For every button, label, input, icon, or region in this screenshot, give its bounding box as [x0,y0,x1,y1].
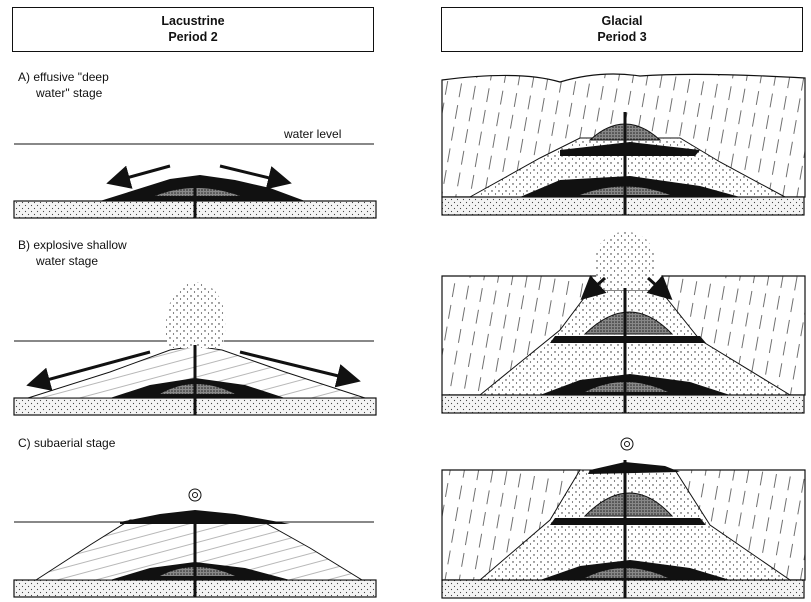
basement-g3 [441,579,805,599]
flow-arrow-right-a [219,164,292,190]
lava-cap-3 [588,462,680,474]
glacial-stage-1 [441,73,806,216]
water-level-label: water level [284,127,342,141]
header-glacial: Glacial Period 3 [441,7,803,52]
header-lacustrine: Lacustrine Period 2 [12,7,374,52]
pillow-core-b [160,384,235,394]
header-glacial-period: Period 3 [597,30,647,44]
lacustrine-stage-b [13,282,377,416]
flow-arrow-left-a [106,164,171,189]
lacustrine-stage-a [13,143,377,219]
pillow-core-c [160,567,235,576]
lava-base-1 [520,176,740,197]
pillow-core-a [155,188,240,196]
steam-plume-c [188,488,202,502]
pillow-dome-2 [583,311,674,335]
flow-arrow-right-b [239,350,361,388]
lava-mound-a [100,175,305,201]
stage-a-label-line1: A) effusive "deep [18,70,109,84]
pillow-dome-3 [583,492,674,517]
lava-layer-3 [550,518,706,525]
flow-arrow-left-g2 [580,275,607,301]
basement-g2 [441,394,805,414]
lacustrine-stage-c [13,488,377,598]
eruption-column-b [165,282,226,348]
flow-arrow-left-b [26,350,151,391]
basement-g1 [441,196,805,216]
header-lacustrine-period: Period 2 [168,30,218,44]
header-lacustrine-title: Lacustrine [161,14,225,28]
glacial-stage-3 [441,437,806,599]
stage-b-label-line2: water stage [36,254,99,268]
steam-plume-g3 [620,437,634,451]
stage-a-label-line2: water" stage [36,86,103,100]
steam-plume-inner-c [192,492,198,498]
flow-arrow-right-g2 [646,275,673,301]
stage-c-label: C) subaerial stage [18,436,116,450]
stage-b-label-line1: B) explosive shallow [18,238,127,252]
lava-layer-2 [550,336,706,343]
header-glacial-title: Glacial [601,14,643,28]
glacial-stage-2 [441,232,806,414]
eruption-column-2 [595,232,655,290]
lava-cap-c [120,510,290,524]
steam-plume-inner-g3 [624,441,630,447]
lava-layer-1 [560,142,700,156]
